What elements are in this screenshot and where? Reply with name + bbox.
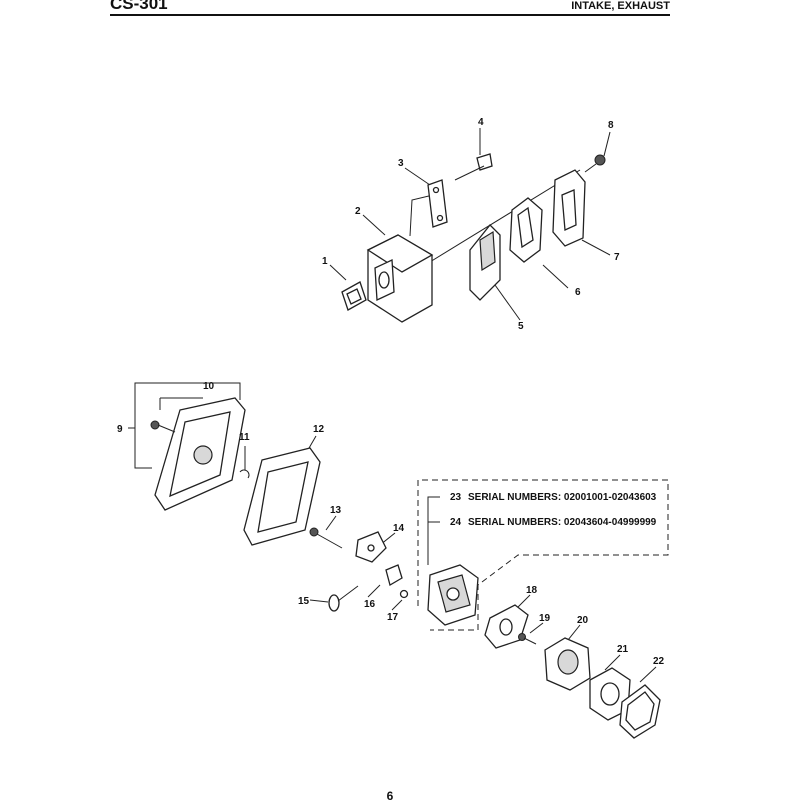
callout-6: 6 <box>575 287 581 298</box>
callout-13: 13 <box>330 505 342 516</box>
carburetor-variant-box <box>417 479 669 631</box>
part-11-clip <box>239 469 250 479</box>
part-14-bracket <box>355 531 387 563</box>
part-17-washer <box>399 589 409 599</box>
part-2-muffler <box>366 234 434 323</box>
part-23-24-carburetor <box>427 564 479 626</box>
callout-14: 14 <box>393 523 405 534</box>
serial-note-23: SERIAL NUMBERS: 02001001-02043603 <box>468 492 657 503</box>
callout-5: 5 <box>518 321 524 332</box>
callout-19: 19 <box>539 613 551 624</box>
part-20-insulator <box>544 637 591 691</box>
callout-10: 10 <box>203 381 215 392</box>
part-8-bolt <box>584 154 606 173</box>
callout-15: 15 <box>298 596 310 607</box>
section-title: INTAKE, EXHAUST <box>571 0 670 12</box>
callout-11: 11 <box>239 432 250 443</box>
header-rule <box>110 14 670 16</box>
model-title: CS-301 <box>110 0 168 13</box>
part-15-choke-knob <box>328 585 359 612</box>
part-12-air-filter <box>243 447 321 546</box>
callout-20: 20 <box>577 615 589 626</box>
callout-18: 18 <box>526 585 538 596</box>
part-19-bolt <box>518 633 537 645</box>
callout-16: 16 <box>364 599 376 610</box>
callout-22: 22 <box>653 656 665 667</box>
part-5-spark-screen <box>469 224 501 301</box>
serial-leader-lines <box>427 496 440 565</box>
part-22-gasket <box>619 684 661 739</box>
callout-23: 23 <box>450 492 462 503</box>
callout-3: 3 <box>398 158 404 169</box>
callout-12: 12 <box>313 424 325 435</box>
callout-8: 8 <box>608 120 614 131</box>
part-13-bolt <box>309 527 343 549</box>
part-16-choke-lever <box>385 564 403 586</box>
part-18-gasket <box>484 604 529 649</box>
serial-note-24: SERIAL NUMBERS: 02043604-04999999 <box>468 517 657 528</box>
part-1-muffler-gasket <box>341 281 367 311</box>
intake-leader-lines <box>128 382 657 683</box>
part-6-gasket <box>509 197 543 263</box>
part-9-bolt <box>150 420 176 433</box>
part-21-gasket <box>589 667 631 721</box>
page-number: 6 <box>386 789 394 803</box>
callout-24: 24 <box>450 517 462 528</box>
callout-9: 9 <box>117 424 123 435</box>
callout-21: 21 <box>617 644 629 655</box>
part-3-plate <box>427 179 448 228</box>
part-10-air-cleaner-cover <box>154 397 246 511</box>
callout-2: 2 <box>355 206 361 217</box>
callout-7: 7 <box>614 252 620 263</box>
part-4-bolt <box>454 153 493 181</box>
part-7-plate <box>552 169 586 247</box>
callout-4: 4 <box>478 117 484 128</box>
callout-17: 17 <box>387 612 399 623</box>
callout-1: 1 <box>322 256 328 267</box>
